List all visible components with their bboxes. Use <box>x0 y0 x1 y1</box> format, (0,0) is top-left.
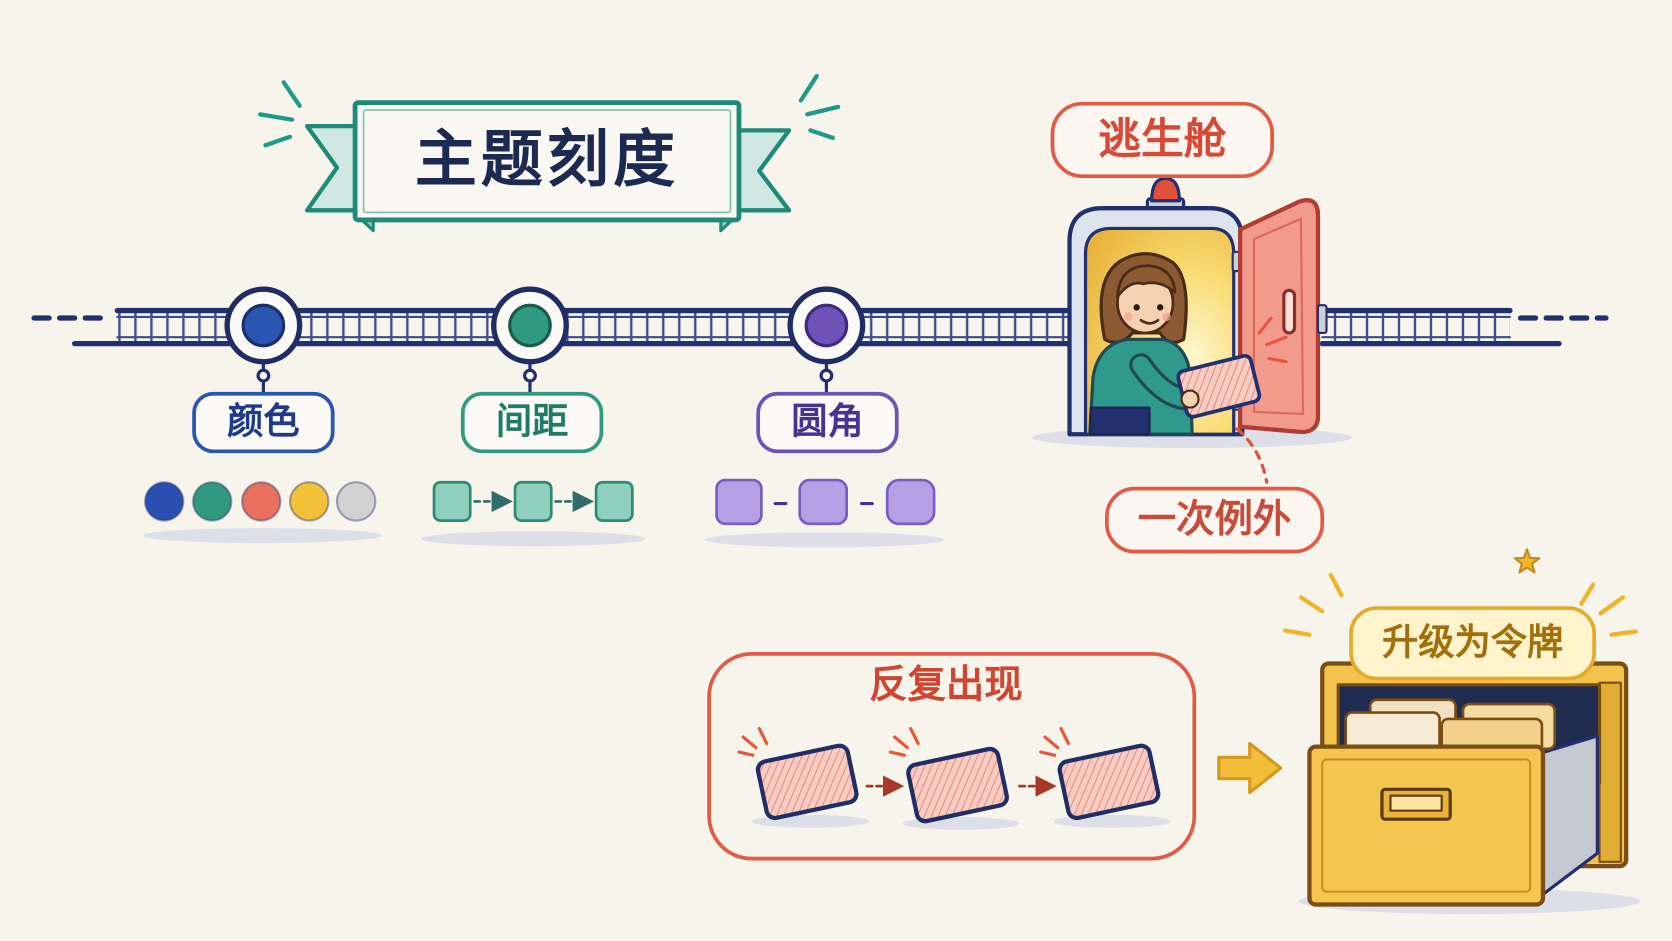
radius-demo <box>704 478 944 548</box>
token-label-box <box>1349 606 1597 681</box>
drawer-front-inset <box>1321 758 1532 893</box>
title-banner: 主题刻度 <box>258 73 841 233</box>
person-cheek <box>1162 312 1171 322</box>
hatch-door <box>1238 197 1321 435</box>
card-sparkle-icon <box>1039 726 1071 757</box>
token-left-sparkle-icon <box>1282 572 1344 637</box>
person-bangs <box>1116 264 1177 299</box>
spacing-square <box>594 480 634 522</box>
swatch-coral <box>240 481 282 522</box>
exception-connector <box>1235 427 1269 484</box>
escape-hatch-label-box <box>1050 101 1274 179</box>
banner-inner-border <box>362 109 732 214</box>
escape-hatch-label-text: 逃生舱 <box>1098 115 1226 165</box>
person-figure <box>1088 252 1202 436</box>
card-body <box>1057 743 1161 821</box>
person-eye <box>1133 304 1140 311</box>
node-dot <box>804 303 849 348</box>
scale-node-radius: 圆角 <box>756 286 899 454</box>
banner-left-sparkle-icon <box>258 80 302 148</box>
exception-label: 一次例外 <box>1104 486 1325 554</box>
promote-arrow-icon <box>1217 741 1283 795</box>
card-sparkle-icon <box>1257 316 1288 364</box>
drawer-label-slot <box>1389 794 1443 812</box>
scale-node-color: 颜色 <box>192 286 335 454</box>
swatch-teal <box>191 481 233 522</box>
banner-body <box>352 100 742 223</box>
drawer-front <box>1307 744 1546 907</box>
swatch-shadow <box>142 528 382 544</box>
door-handle-icon <box>1282 288 1297 335</box>
swatch-yellow <box>288 481 330 522</box>
node-dot <box>508 303 552 348</box>
recurring-label: 反复出现 <box>869 662 1022 707</box>
label-color: 颜色 <box>227 400 300 443</box>
token-label-text: 升级为令牌 <box>1382 620 1563 663</box>
token-cabinet <box>1298 661 1641 915</box>
card-body <box>755 743 859 821</box>
person-legs <box>1088 406 1151 436</box>
person-cheek <box>1123 312 1133 322</box>
exception-label-box <box>1104 486 1325 554</box>
token-label: 升级为令牌 <box>1282 548 1638 681</box>
hatch-door-panel <box>1252 217 1305 416</box>
card-sparkle-icon <box>737 726 769 757</box>
label-box-color <box>192 391 335 454</box>
label-radius: 圆角 <box>791 400 864 443</box>
color-swatches <box>142 481 382 544</box>
token-right-sparkle-icon <box>1579 582 1638 637</box>
card-body <box>906 746 1009 824</box>
node-stem-ring <box>819 368 834 383</box>
spacing-square <box>432 480 472 522</box>
siren-light-icon <box>1150 176 1181 203</box>
radius-square <box>885 478 936 526</box>
label-box-radius <box>756 391 899 454</box>
recurring-frame <box>707 652 1197 861</box>
node-stem-ring <box>523 368 537 383</box>
node-stem-ring <box>256 368 271 383</box>
node-dot <box>241 303 286 348</box>
spacing-demo <box>421 480 646 547</box>
escape-hatch-label: 逃生舱 <box>1050 101 1274 179</box>
page-title: 主题刻度 <box>415 123 679 195</box>
swatch-gray <box>335 481 377 522</box>
recurring-card <box>906 746 1009 824</box>
person-eye <box>1156 304 1164 311</box>
scale-node-spacing: 间距 <box>460 286 604 454</box>
banner-right-sparkle-icon <box>798 73 841 140</box>
label-box-spacing <box>460 391 604 454</box>
radius-shadow <box>704 532 944 548</box>
recurring-card <box>755 743 859 821</box>
person-smile <box>1139 318 1160 325</box>
radius-square <box>715 478 763 526</box>
card-sparkle-icon <box>888 726 920 757</box>
radius-square <box>798 478 848 526</box>
escape-hatch <box>1032 176 1353 484</box>
spacing-square <box>513 480 553 522</box>
star-icon <box>1513 548 1541 574</box>
recurring-card <box>1057 743 1161 821</box>
cabinet-side <box>1598 681 1622 863</box>
label-spacing: 间距 <box>496 400 569 443</box>
recurring-group: 反复出现 <box>707 652 1197 861</box>
spacing-shadow <box>421 531 646 547</box>
exception-label-text: 一次例外 <box>1138 497 1292 542</box>
swatch-blue <box>143 481 185 522</box>
door-latch <box>1316 304 1328 335</box>
person-hand <box>1180 389 1200 409</box>
